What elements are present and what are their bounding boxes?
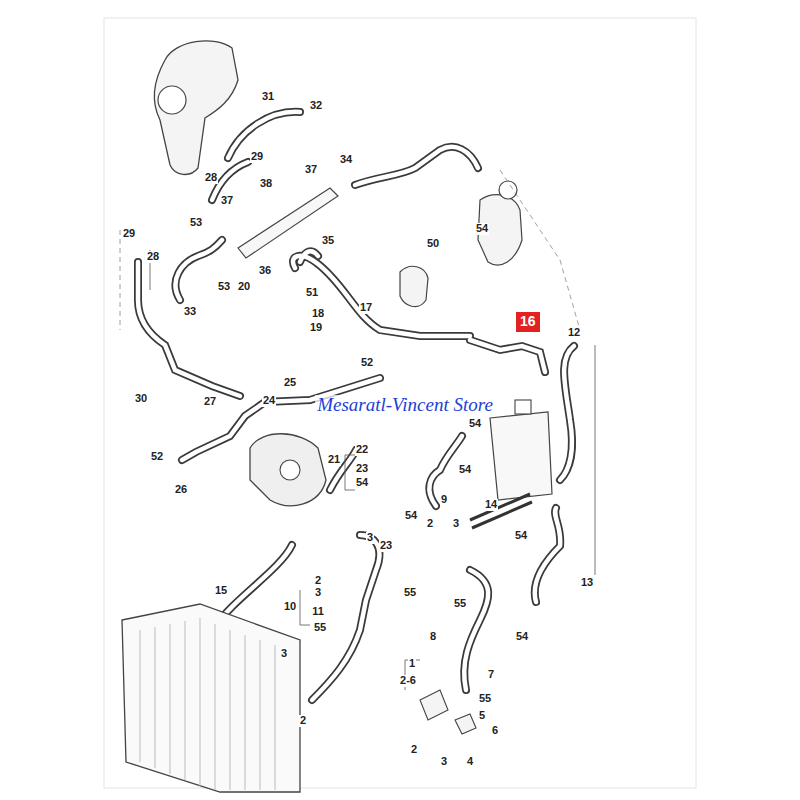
callout-number: 31	[261, 91, 275, 103]
callout-number: 32	[309, 100, 323, 112]
callout-number: 28	[204, 172, 218, 184]
callout-number: 23	[355, 463, 369, 475]
callout-number: 23	[379, 540, 393, 552]
callout-number: 52	[360, 357, 374, 369]
callout-number: 54	[475, 223, 489, 235]
callout-number: 53	[217, 281, 231, 293]
callout-number: 53	[189, 217, 203, 229]
callout-number: 13	[580, 577, 594, 589]
callout-number: 18	[311, 308, 325, 320]
housing-port	[280, 460, 300, 480]
callout-number: 20	[237, 281, 251, 293]
callout-number: 37	[304, 164, 318, 176]
callout-number: 38	[259, 178, 273, 190]
callout-number: 2-6	[399, 675, 417, 687]
callout-number: 5	[478, 710, 486, 722]
callout-number: 54	[404, 510, 418, 522]
callout-number: 25	[283, 377, 297, 389]
callout-number: 29	[122, 228, 136, 240]
callout-number: 30	[134, 393, 148, 405]
callout-number: 21	[327, 454, 341, 466]
callout-number: 9	[440, 494, 448, 506]
dashed-assembly-lines	[120, 170, 580, 330]
callout-number: 37	[220, 195, 234, 207]
callout-number: 55	[478, 693, 492, 705]
callout-number: 51	[305, 287, 319, 299]
callout-number: 12	[567, 327, 581, 339]
callout-number: 54	[468, 418, 482, 430]
callout-number: 22	[355, 444, 369, 456]
sensor	[400, 266, 428, 306]
callout-number: 11	[311, 606, 325, 618]
radiator	[122, 604, 300, 792]
callout-number: 27	[203, 396, 217, 408]
turbocharger-housing	[155, 41, 238, 175]
callout-number: 3	[280, 648, 288, 660]
callout-number: 8	[429, 631, 437, 643]
radiator-fins	[140, 618, 275, 790]
callout-number: 15	[214, 585, 228, 597]
callout-number: 52	[150, 451, 164, 463]
callout-number: 3	[366, 532, 374, 544]
callout-number: 55	[403, 587, 417, 599]
callout-number: 24	[262, 395, 276, 407]
callout-number: 3	[452, 518, 460, 530]
retaining-strip	[470, 494, 532, 528]
callout-number: 2	[410, 744, 418, 756]
callout-number: 36	[258, 265, 272, 277]
callout-number: 2	[314, 575, 322, 587]
callout-number: 55	[453, 598, 467, 610]
expansion-tank	[490, 412, 552, 500]
leader-lines	[150, 250, 595, 690]
callout-number: 33	[183, 306, 197, 318]
callout-number: 10	[283, 601, 297, 613]
callout-number: 55	[313, 622, 327, 634]
callout-number: 2	[299, 715, 307, 727]
thermostat-housing	[250, 434, 326, 506]
pump-motor	[499, 181, 517, 199]
callout-number: 26	[174, 484, 188, 496]
hose-fittings	[420, 690, 476, 734]
callout-number: 3	[314, 587, 322, 599]
callout-number: 6	[491, 725, 499, 737]
callout-number: 35	[321, 235, 335, 247]
callout-number: 19	[309, 322, 323, 334]
callout-number: 16	[520, 313, 536, 329]
callout-number: 50	[426, 238, 440, 250]
callout-number: 3	[440, 756, 448, 768]
callout-number: 17	[359, 302, 373, 314]
callout-number: 2	[426, 518, 434, 530]
callout-number: 54	[355, 477, 369, 489]
callout-number: 29	[250, 151, 264, 163]
callout-number: 28	[146, 251, 160, 263]
callout-number: 4	[466, 756, 474, 768]
callout-number: 54	[458, 464, 472, 476]
callout-number: 7	[487, 669, 495, 681]
turbo-port	[158, 86, 186, 114]
callout-number: 1	[408, 658, 416, 670]
callout-number: 14	[484, 499, 498, 511]
callout-number: 54	[514, 530, 528, 542]
highlight-callout: 16	[516, 312, 540, 332]
callout-number: 34	[339, 154, 353, 166]
tank-cap	[515, 400, 531, 414]
bracket-pipe	[238, 188, 338, 258]
watermark: Mesaratl-Vincent Store	[315, 395, 495, 416]
callout-number: 54	[515, 631, 529, 643]
